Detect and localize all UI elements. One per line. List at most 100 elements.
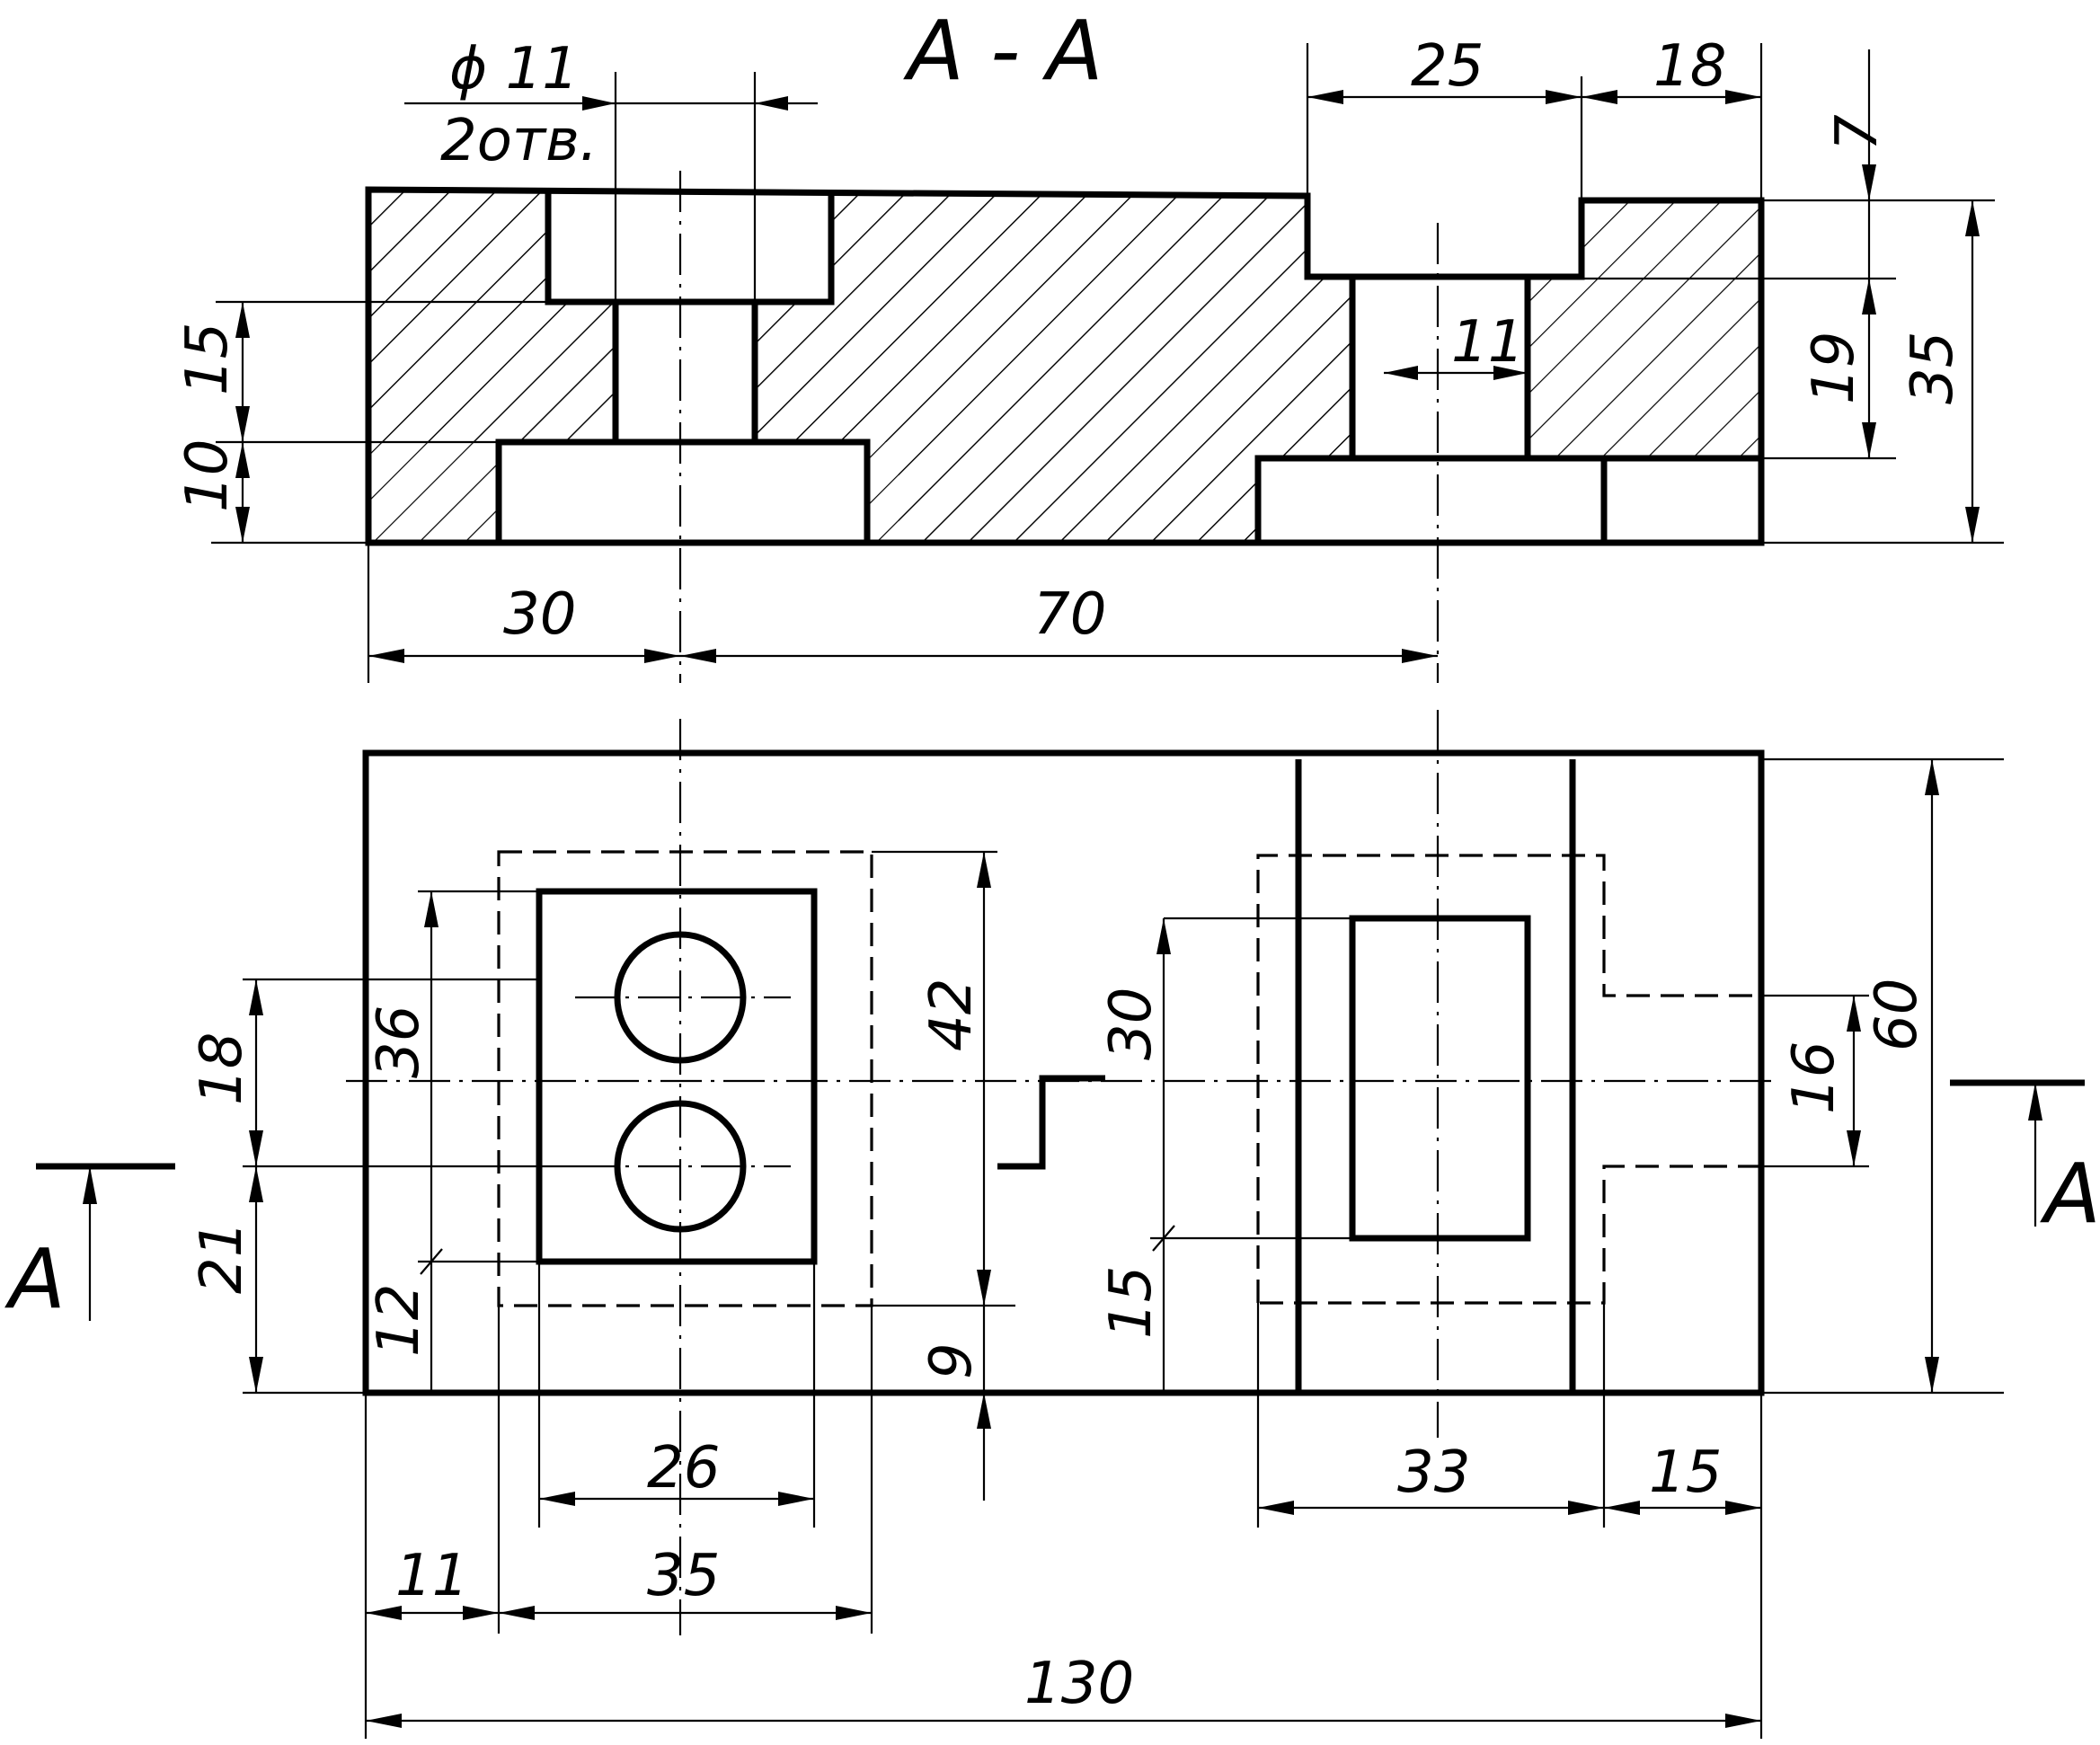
section-view-a-a: A - A ϕ 11 2отв. 25 18 7 19 35 11 15 10 … [174,3,2004,683]
arrow [463,1606,499,1620]
arrow [680,649,716,663]
dim-33-label: 33 [1397,1439,1470,1506]
counterbore-pocket [536,888,818,1265]
hole-void [616,302,755,442]
arrow [1862,164,1876,200]
arrow [249,1357,263,1393]
section-arrow-right-head [2028,1083,2042,1121]
dim-11-label: 11 [1451,309,1524,376]
arrow [1546,90,1582,104]
arrow [1402,649,1438,663]
hole-walls [612,302,758,442]
dim-30-label: 30 [1098,988,1165,1060]
arrow [778,1492,814,1506]
arrow [1847,1130,1861,1166]
dim-16-label: 16 [1781,1041,1847,1114]
arrow [249,979,263,1015]
plan-outline [362,749,1765,1396]
arrow [1307,90,1343,104]
arrow [977,1393,991,1429]
dim-9-label: 9 [918,1342,985,1379]
arrow [582,96,616,111]
arrow [1847,996,1861,1032]
arrow [1965,200,1980,236]
arrow [368,649,404,663]
arrow [1925,759,1939,795]
arrow [539,1492,575,1506]
slot-hole-walls [1349,277,1531,458]
arrow [235,302,250,338]
section-outline [365,186,1765,546]
dim-15-left-label: 15 [1098,1266,1165,1339]
arrow [1493,366,1528,380]
cut-step-symbol [997,1075,1105,1170]
dim-36-label: 36 [366,1005,432,1078]
counterbore-outline [545,190,835,306]
dim-18-label: 18 [189,1032,255,1105]
dim-35-label: 35 [1900,332,1966,404]
section-mark-left: A [4,1231,66,1327]
section-mark-right: A [2040,1146,2100,1242]
arrow [1582,90,1617,104]
tick-mark [420,1248,443,1275]
arrow [235,507,250,543]
arrow [1384,366,1418,380]
dim-11-label: 11 [395,1543,468,1609]
dim-15-bottom-label: 15 [1649,1439,1722,1506]
arrow [1862,279,1876,314]
section-hatch-mid [755,196,1352,543]
arrow [1568,1501,1604,1515]
dim-26-label: 26 [647,1435,720,1501]
dim-12-label: 12 [366,1284,432,1357]
section-hatch-right [1528,200,1761,458]
arrow [424,891,439,927]
dim-7-label: 7 [1824,114,1891,151]
section-arrow-left-head [83,1166,97,1204]
arrow [249,1166,263,1202]
arrow [1862,422,1876,458]
arrow [366,1714,402,1728]
arrow [1725,1501,1761,1515]
arrow [249,1130,263,1166]
bottom-recess-void [499,442,867,543]
arrow [977,1270,991,1306]
dim-42-label: 42 [918,979,985,1051]
dim-15-label: 15 [174,323,241,395]
dim-18-label: 18 [1653,33,1726,100]
arrow [1604,1501,1640,1515]
slot-hole-rect [1349,915,1531,1242]
dim-130-label: 130 [1024,1651,1134,1717]
arrow [977,852,991,888]
dim-30-label: 30 [503,581,576,648]
hole-count-label: 2отв. [440,108,598,174]
arrow [1156,918,1171,954]
plan-view: A A [4,710,2100,1739]
hidden-bottom-recess [497,850,873,1307]
bottom-recess-outline [495,438,871,543]
hidden-bottom-slot [1256,854,1761,1305]
dim-10-label: 10 [174,439,241,512]
arrow [1725,90,1761,104]
arrow [1925,1357,1939,1393]
section-hatch-left [368,190,616,543]
dim-19-label: 19 [1801,332,1867,404]
dim-21-label: 21 [189,1221,255,1294]
counterbore-top-void [548,190,831,302]
tick-mark [1152,1225,1175,1252]
arrow [836,1606,872,1620]
arrow [755,96,788,111]
arrow [1725,1714,1761,1728]
arrow [499,1606,535,1620]
arrow [366,1606,402,1620]
dim-70-label: 70 [1033,581,1106,648]
hole-diameter-label: ϕ 11 [449,36,579,102]
dim-25-label: 25 [1411,33,1484,100]
section-title: A - A [903,3,1103,99]
arrow [1965,507,1980,543]
arrow [644,649,680,663]
dim-35-label: 35 [647,1543,720,1609]
bottom-slot-outline [1254,455,1761,543]
dim-60-label: 60 [1864,979,1930,1051]
arrow [235,406,250,442]
